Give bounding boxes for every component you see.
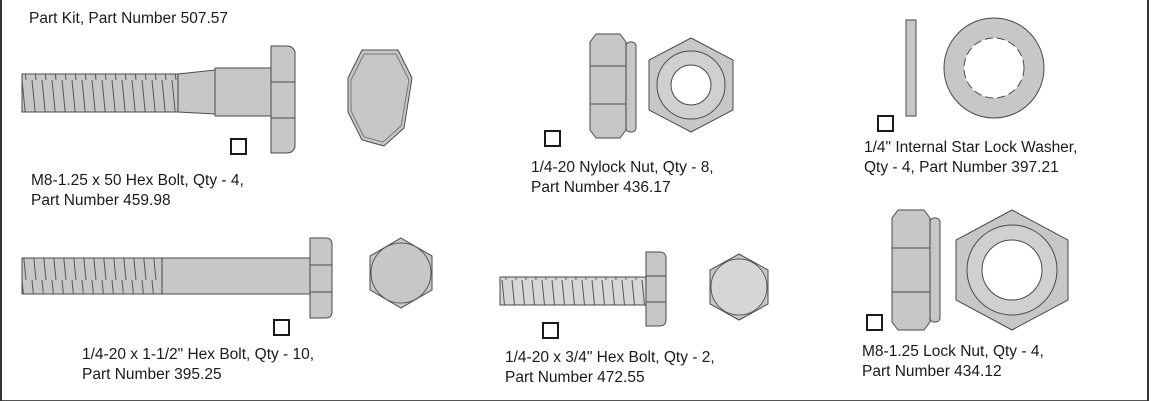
part-label-quarter-bolt-long: 1/4-20 x 1-1/2" Hex Bolt, Qty - 10, Part… (82, 345, 314, 385)
part-desc: M8-1.25 Lock Nut, Qty - 4, (862, 343, 1044, 360)
m8-lock-nut-side-illustration (891, 209, 941, 331)
checkbox-m8-hex-bolt[interactable] (230, 138, 247, 155)
checkbox-m8-lock-nut[interactable] (866, 314, 883, 331)
part-label-star-lock-washer: 1/4" Internal Star Lock Washer, Qty - 4,… (864, 138, 1077, 178)
part-desc: M8-1.25 x 50 Hex Bolt, Qty - 4, (31, 172, 244, 189)
star-washer-side-illustration (905, 19, 917, 117)
m8-hex-bolt-top-illustration (347, 49, 413, 147)
m8-hex-bolt-side-illustration (21, 45, 296, 154)
part-label-m8-hex-bolt: M8-1.25 x 50 Hex Bolt, Qty - 4, Part Num… (31, 171, 244, 211)
part-label-m8-lock-nut: M8-1.25 Lock Nut, Qty - 4, Part Number 4… (862, 342, 1044, 382)
part-number: Qty - 4, Part Number 397.21 (864, 159, 1059, 176)
quarter-bolt-long-top-illustration (369, 237, 433, 309)
checkbox-quarter-bolt-long[interactable] (273, 319, 290, 336)
quarter-bolt-long-side-illustration (21, 237, 333, 319)
part-desc: 1/4-20 x 1-1/2" Hex Bolt, Qty - 10, (82, 346, 315, 363)
part-desc: 1/4-20 x 3/4" Hex Bolt, Qty - 2, (505, 349, 715, 366)
part-number: Part Number 395.25 (82, 366, 222, 383)
quarter-bolt-short-side-illustration (499, 251, 667, 327)
part-label-nylock-nut: 1/4-20 Nylock Nut, Qty - 8, Part Number … (531, 158, 714, 198)
part-label-quarter-bolt-short: 1/4-20 x 3/4" Hex Bolt, Qty - 2, Part Nu… (505, 348, 715, 388)
checkbox-nylock-nut[interactable] (544, 130, 561, 147)
part-number: Part Number 472.55 (505, 369, 645, 386)
nylock-nut-top-illustration (648, 37, 734, 133)
quarter-bolt-short-top-illustration (709, 253, 769, 321)
nylock-nut-side-illustration (589, 33, 637, 139)
part-desc: 1/4" Internal Star Lock Washer, (864, 139, 1078, 156)
part-number: Part Number 459.98 (31, 192, 171, 209)
m8-lock-nut-top-illustration (955, 209, 1069, 331)
checkbox-star-lock-washer[interactable] (877, 115, 894, 132)
part-number: Part Number 434.12 (862, 363, 1002, 380)
part-number: Part Number 436.17 (531, 179, 671, 196)
part-desc: 1/4-20 Nylock Nut, Qty - 8, (531, 159, 714, 176)
checkbox-quarter-bolt-short[interactable] (542, 322, 559, 339)
star-washer-top-illustration (943, 17, 1045, 119)
kit-title: Part Kit, Part Number 507.57 (29, 10, 229, 27)
